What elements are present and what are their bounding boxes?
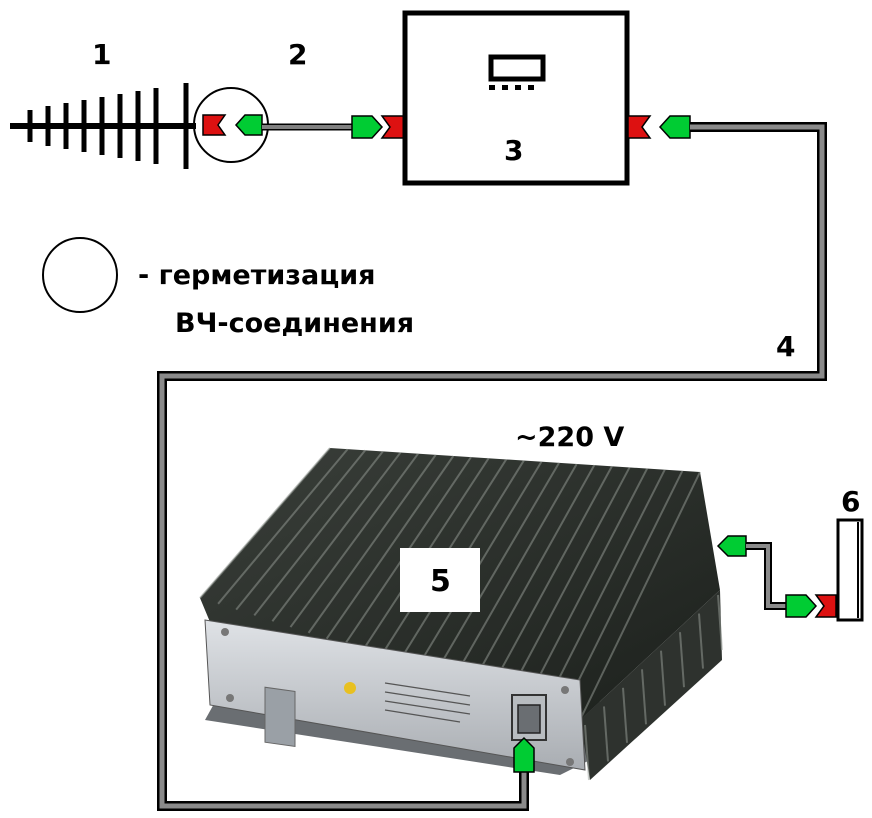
label-device: 3 (504, 134, 523, 167)
heatsink-side-fin (584, 724, 590, 781)
connector-female (202, 114, 227, 136)
heatsink-fin (199, 447, 331, 599)
heatsink-fin (289, 453, 419, 628)
connector-male (513, 736, 535, 773)
heatsink-side-fin (660, 650, 666, 706)
connector-male (234, 114, 263, 136)
heatsink-fin (561, 470, 684, 715)
heatsink-side-fin (679, 632, 685, 688)
label-antenna: 1 (92, 38, 111, 71)
heatsink-fin (524, 468, 649, 704)
connector-female (814, 594, 837, 618)
legend-line2: ВЧ-соединения (175, 308, 414, 339)
indoor-cable (746, 544, 786, 608)
power-label: ~220 V (515, 422, 624, 453)
label-seal: 2 (288, 38, 307, 71)
label-amplifier: 5 (430, 564, 451, 599)
heatsink-fin (325, 455, 455, 640)
legend-line1: - герметизация (138, 260, 375, 291)
connector-male (658, 115, 691, 139)
heatsink-fin (488, 465, 613, 692)
connector-male (716, 535, 747, 557)
heatsink-fin (307, 454, 437, 634)
amplifier-unit (199, 447, 723, 781)
heatsink-fin (271, 451, 402, 622)
heatsink-fin (434, 462, 560, 675)
device-box (402, 10, 630, 186)
device-icon (488, 54, 546, 90)
heatsink-fin (470, 464, 596, 686)
label-cable: 4 (776, 330, 795, 363)
heatsink-side-fin (717, 594, 723, 651)
connector-male (785, 594, 818, 618)
heatsink-fin (452, 463, 578, 680)
heatsink-side-fin (622, 687, 628, 743)
connector-male (351, 115, 384, 139)
heatsink-side-fin (641, 669, 647, 725)
label-indoor-antenna: 6 (841, 485, 860, 518)
amplifier-label-box (400, 548, 480, 612)
outdoor-antenna (10, 83, 196, 169)
connector-female (380, 115, 405, 139)
heatsink-side-fin (698, 613, 704, 669)
heatsink-fin (217, 448, 349, 605)
heatsink-fin (579, 471, 701, 721)
heatsink-fin (506, 466, 631, 698)
connector-female (627, 115, 652, 139)
heatsink-fin (253, 450, 384, 617)
heatsink-side-fin (603, 706, 609, 762)
feeder-cable (159, 124, 825, 809)
heatsink-fin (235, 449, 367, 611)
legend-circle (42, 237, 118, 313)
heatsink-fin (542, 469, 666, 709)
